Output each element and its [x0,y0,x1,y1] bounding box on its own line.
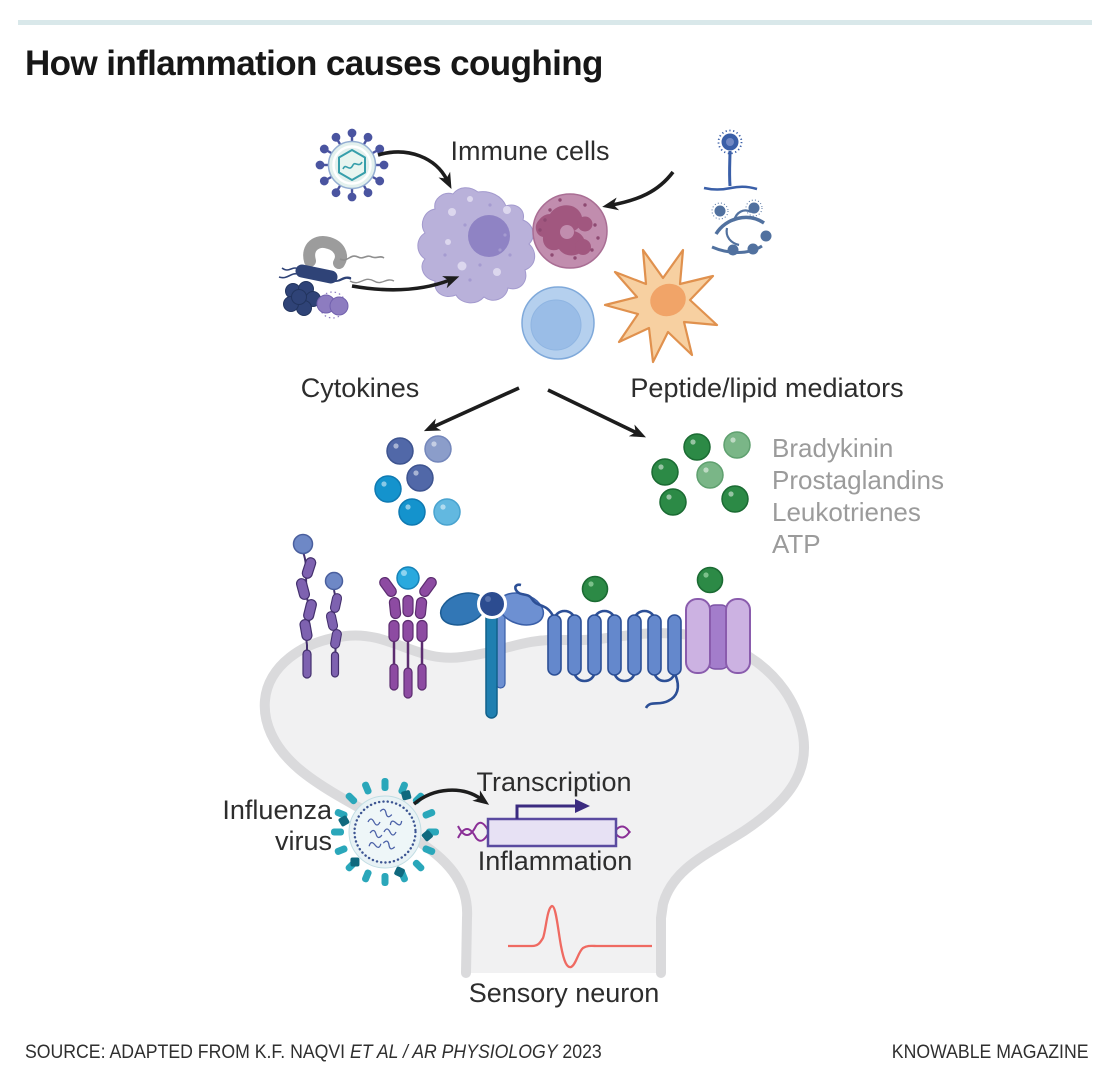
mediator-item: Leukotrienes [772,497,921,527]
cytokine-receptor-chains-icon [292,533,344,679]
arrow-virus-to-gene [412,788,490,806]
mediator-list: Bradykinin Prostaglandins Leukotrienes A… [772,432,944,560]
arrow-bacteria-to-macrophage [351,276,460,292]
mediator-item: Prostaglandins [772,465,944,495]
neutrophil-icon [532,193,608,269]
mediators-label: Peptide/lipid mediators [630,373,904,403]
ion-channel-icon [685,566,751,674]
multichain-receptor-icon [377,566,439,699]
flow-arrows [351,150,675,806]
top-accent-rule [18,20,1092,25]
arrow-virus-to-macrophage [377,150,452,189]
cytokines-label: Cytokines [300,373,420,403]
immune-cells-label: Immune cells [450,136,610,166]
arrow-fungus-to-neutrophil [602,170,675,211]
mediator-dots [651,431,751,516]
gene-transcription-icon [457,799,631,848]
mediator-item: ATP [772,529,821,559]
gpcr-receptor-icon [514,575,682,709]
dendritic-cell-icon [603,248,719,364]
bacteria-icon [278,236,395,319]
sensory-neuron-shape [259,628,810,978]
publisher-credit: KNOWABLE MAGAZINE [891,1042,1088,1063]
virus-icon [315,128,389,202]
mediator-item: Bradykinin [772,433,894,463]
action-potential-icon [508,904,652,969]
arrow-cells-to-cytokines [423,386,520,432]
transcription-label: Transcription [476,767,632,797]
source-credit: SOURCE: ADAPTED FROM K.F. NAQVI ET AL / … [25,1042,602,1063]
influenza-virus-label: Influenza virus [222,795,332,856]
macrophage-icon [417,187,536,304]
cytokine-dots [374,435,461,526]
inflammation-gene-label: Inflammation [477,846,633,876]
page-title: How inflammation causes coughing [25,44,603,83]
arrow-cells-to-mediators [547,388,647,438]
influenza-virus-icon [331,778,439,886]
lymphocyte-icon [521,286,595,360]
fungus-icon [703,129,758,191]
mold-icon [711,199,772,256]
sensory-neuron-label: Sensory neuron [468,978,660,1008]
